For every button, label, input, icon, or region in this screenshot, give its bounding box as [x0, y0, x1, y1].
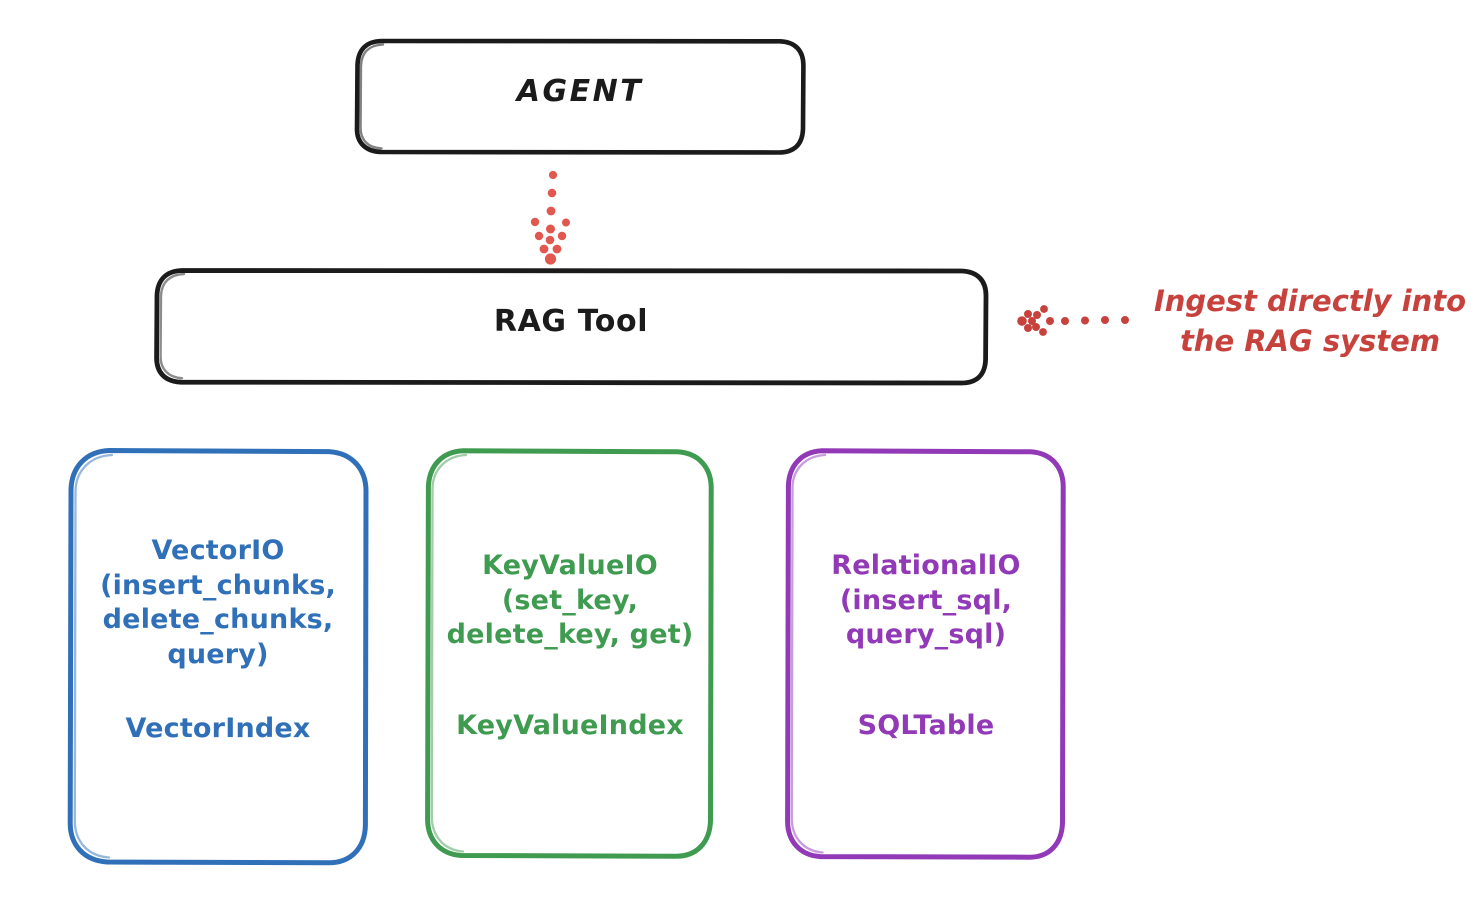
node-rag-tool-box[interactable]: [154, 268, 989, 386]
node-vector-io-box[interactable]: [67, 448, 369, 866]
ingest-annotation-label: Ingest directly into the RAG system: [1153, 284, 1467, 359]
node-agent-box[interactable]: [354, 38, 806, 155]
edge-agent-to-rag-tool: [530, 170, 570, 265]
node-key-value-io-box[interactable]: [425, 448, 714, 859]
edge-ingest-to-rag-tool: [1017, 305, 1129, 336]
node-relational-io-box[interactable]: [785, 448, 1066, 860]
